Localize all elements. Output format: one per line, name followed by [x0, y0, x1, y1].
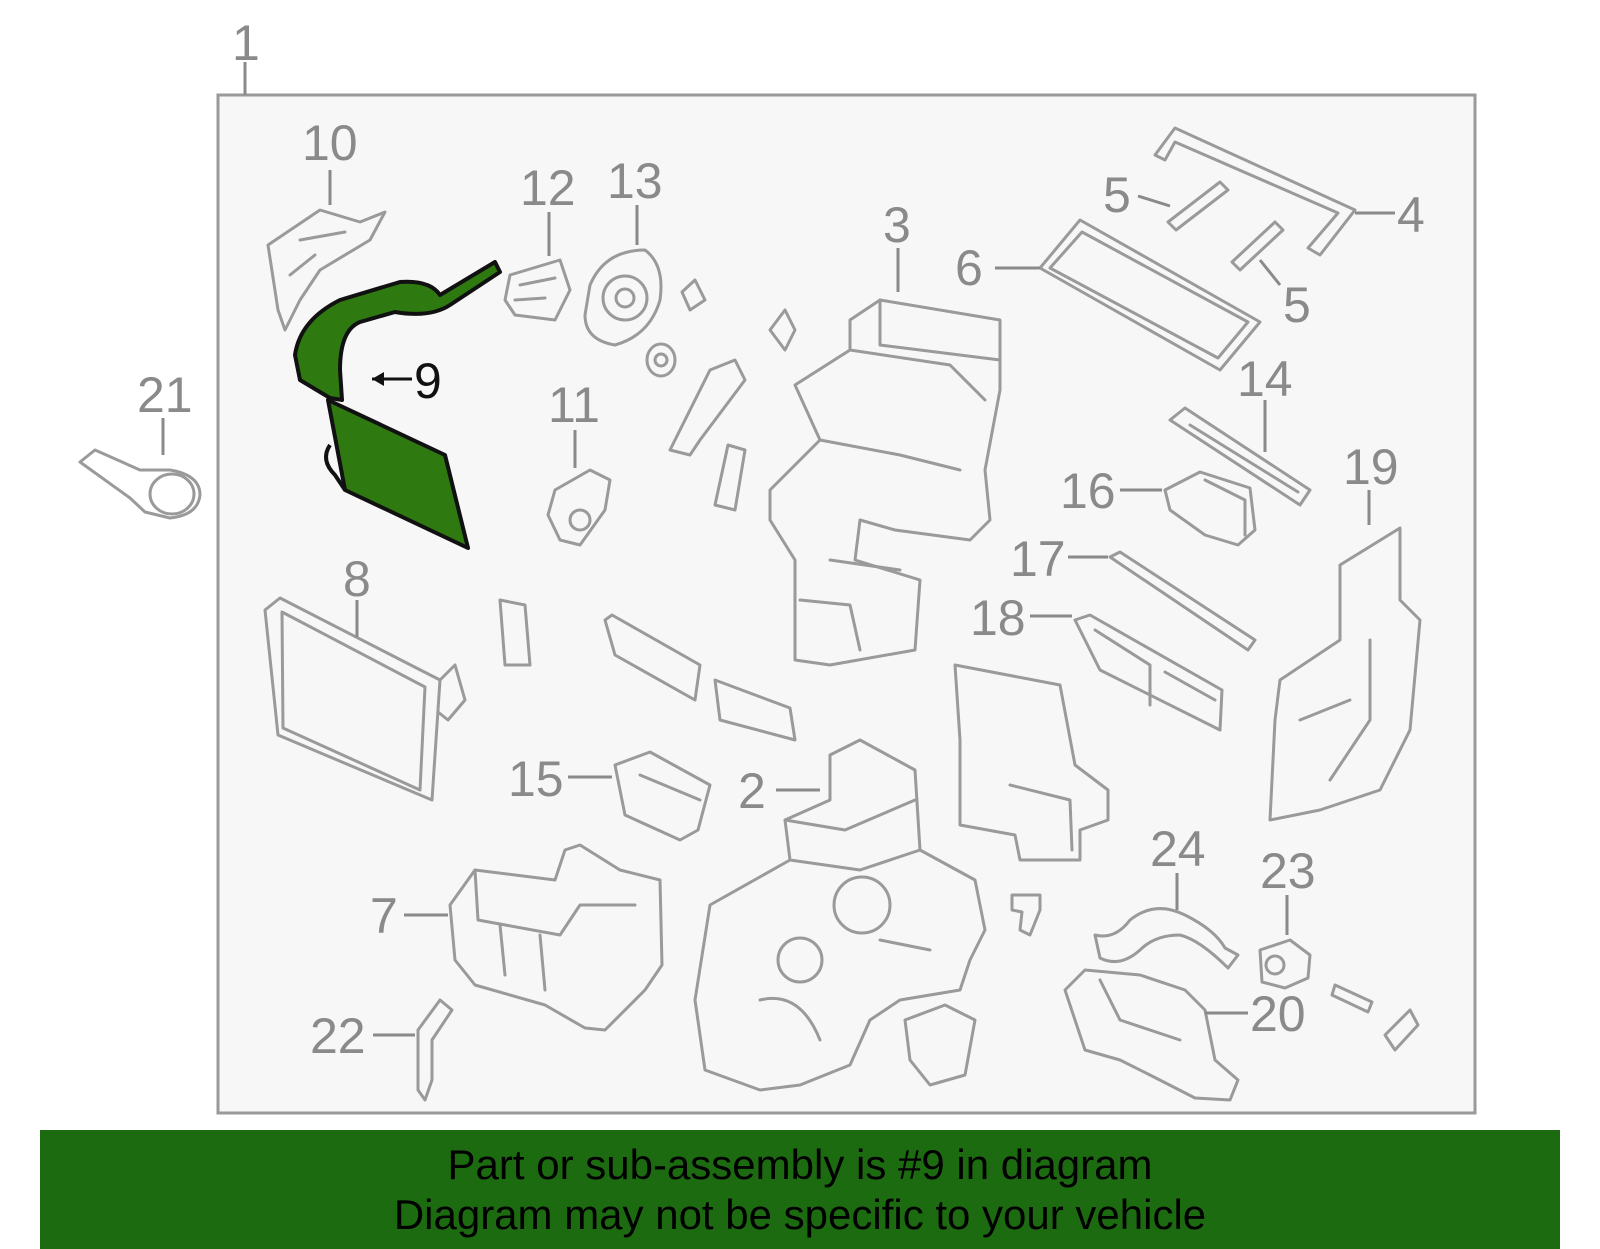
callout-12: 12	[520, 160, 576, 216]
leader-5a	[1137, 194, 1171, 208]
callout-9: 9	[414, 353, 442, 409]
callout-20: 20	[1250, 986, 1306, 1042]
callout-13: 13	[607, 153, 663, 209]
part-2-lower-case	[693, 738, 987, 1092]
callout-4: 4	[1397, 187, 1425, 243]
banner-line-part: Part or sub-assembly is #9 in diagram	[447, 1140, 1153, 1188]
part-3-upper-case	[768, 298, 1002, 667]
part-16-door	[1163, 470, 1257, 547]
part-17-door	[1108, 550, 1257, 652]
callout-19: 19	[1343, 439, 1399, 495]
callout-17: 17	[1010, 531, 1066, 587]
callout-1: 1	[232, 15, 260, 71]
part-21-sensor	[78, 448, 202, 520]
callout-21: 21	[137, 367, 193, 423]
actuator-lower	[903, 893, 1042, 1087]
part-8-evaporator	[263, 596, 467, 802]
callout-3: 3	[883, 197, 911, 253]
callout-11: 11	[548, 377, 600, 433]
callout-22: 22	[310, 1008, 366, 1064]
part-9-heater-core[interactable]	[293, 260, 502, 550]
part-12-actuator	[503, 258, 572, 322]
callout-15: 15	[508, 751, 564, 807]
callout-7: 7	[370, 888, 398, 944]
part-10-bracket	[266, 208, 387, 332]
part-14-door	[1168, 406, 1312, 507]
callout-14: 14	[1237, 351, 1293, 407]
linkage-parts	[498, 308, 797, 667]
part-22-drain	[416, 998, 454, 1102]
part-13-blower-motor	[583, 248, 707, 378]
callout-8: 8	[343, 551, 371, 607]
part-23-sensor	[1258, 938, 1420, 1052]
callout-24: 24	[1150, 821, 1206, 877]
part-20-duct	[1063, 968, 1240, 1102]
parts-diagram: 1 2 3 4 5 5 6 7 8 9 10 11 12 13 14 15 16…	[78, 15, 1477, 1115]
callout-2: 2	[738, 763, 766, 819]
callout-5b: 5	[1283, 277, 1311, 333]
panel-right	[953, 663, 1110, 862]
part-19-duct	[1268, 526, 1422, 822]
part-5-strips	[1166, 180, 1285, 272]
arrow-9	[372, 372, 384, 386]
banner-line-disclaimer: Diagram may not be specific to your vehi…	[393, 1190, 1207, 1238]
callout-6: 6	[955, 240, 983, 296]
part-18-door	[1073, 613, 1224, 732]
part-15-door	[613, 750, 712, 842]
part-11-actuator	[546, 468, 612, 547]
part-7-lower-housing	[448, 843, 664, 1032]
callout-5a: 5	[1103, 167, 1131, 223]
callout-18: 18	[970, 590, 1026, 646]
leader-5b	[1258, 259, 1282, 286]
callout-16: 16	[1060, 463, 1116, 519]
vent-doors	[603, 613, 797, 742]
callout-23: 23	[1260, 843, 1316, 899]
callout-10: 10	[302, 115, 358, 171]
part-6-filter	[1038, 218, 1262, 372]
part-24-hose	[1093, 907, 1240, 970]
part-4-rail	[1153, 126, 1357, 257]
info-banner: Part or sub-assembly is #9 in diagram Di…	[40, 1130, 1560, 1249]
